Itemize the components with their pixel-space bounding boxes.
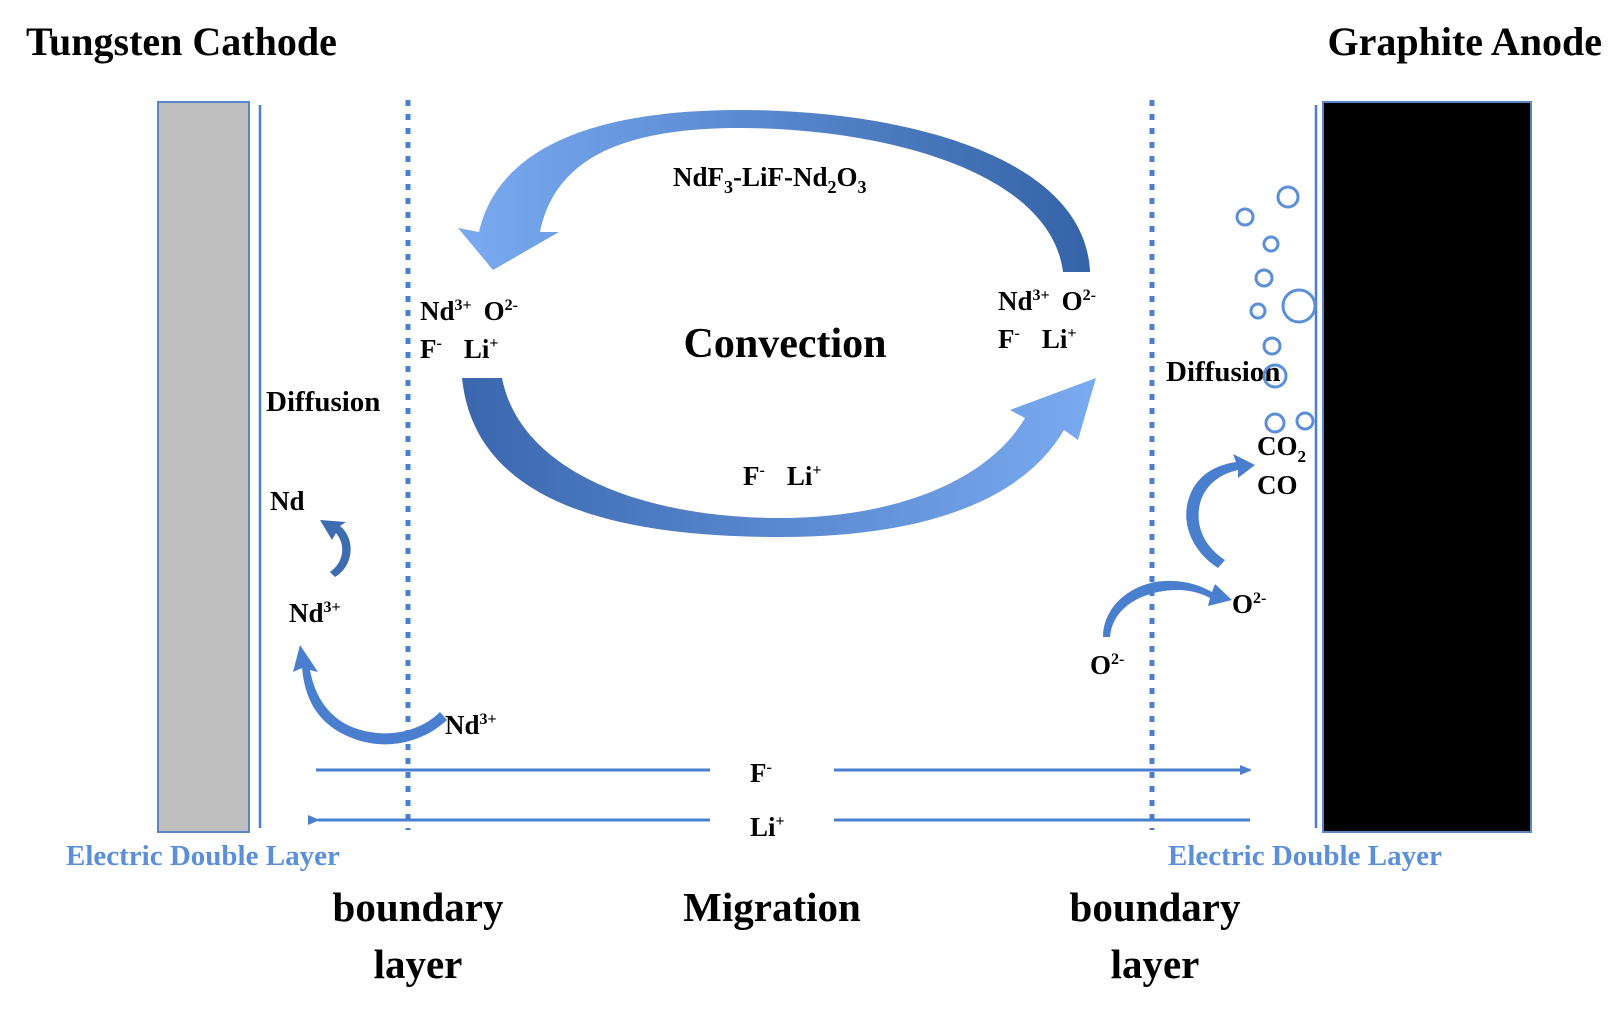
- bubble-3: [1262, 235, 1280, 253]
- bubble-4: [1254, 268, 1274, 288]
- left-ions-row1: Nd3+O2-: [420, 296, 518, 326]
- migration-label: Migration: [683, 884, 861, 930]
- bubble-5: [1281, 288, 1317, 324]
- co2-label: CO2: [1257, 431, 1306, 466]
- nd-ion-label-lower: Nd3+: [445, 710, 497, 740]
- convection-arrow-bottom: [462, 378, 1096, 537]
- bubble-1: [1276, 185, 1300, 209]
- edl-label-right: Electric Double Layer: [1168, 840, 1442, 872]
- bubble-7: [1262, 336, 1282, 356]
- nd-ion-label-upper: Nd3+: [289, 598, 341, 628]
- boundary-layer-right-line1: boundary: [1070, 884, 1241, 930]
- oxidation-arrow: [1186, 454, 1255, 568]
- anode-title: Graphite Anode: [1328, 19, 1602, 64]
- migration-f-label: F-: [750, 758, 772, 788]
- right-ions-row2: F-Li+: [998, 324, 1076, 354]
- migration-li-label: Li+: [750, 812, 785, 842]
- bubble-2: [1235, 207, 1255, 227]
- bubble-8: [1262, 363, 1288, 389]
- oxide-ion-upper: O2-: [1232, 589, 1266, 619]
- right-ions-row1: Nd3+O2-: [998, 286, 1096, 316]
- graphite-anode: [1322, 101, 1532, 833]
- left-ions-row2: F-Li+: [420, 334, 498, 364]
- anode-diffusion-arrow: [1103, 580, 1232, 637]
- bottom-ions: F-Li+: [743, 461, 821, 491]
- reduction-arrow: [320, 520, 351, 577]
- edl-label-left: Electric Double Layer: [66, 840, 340, 872]
- convection-arrow-top: [458, 110, 1090, 272]
- anode-diffusion-label: Diffusion: [1166, 356, 1280, 388]
- convection-label: Convection: [684, 321, 887, 367]
- bubble-10: [1295, 411, 1315, 431]
- boundary-layer-left-line2: layer: [374, 941, 463, 987]
- co-label: CO: [1257, 470, 1298, 500]
- bubble-9: [1264, 412, 1286, 434]
- boundary-layer-left-line1: boundary: [333, 884, 504, 930]
- oxide-ion-lower: O2-: [1090, 650, 1124, 680]
- gas-bubbles: [1235, 185, 1317, 434]
- cathode-diffusion-arrow: [293, 645, 447, 745]
- electrolyte-composition: NdF3-LiF-Nd2O3: [673, 162, 867, 197]
- cathode-title: Tungsten Cathode: [26, 19, 337, 64]
- bubble-6: [1249, 302, 1267, 320]
- tungsten-cathode: [157, 101, 250, 833]
- cathode-diffusion-label: Diffusion: [266, 386, 380, 418]
- nd-metal-label: Nd: [270, 486, 305, 516]
- boundary-layer-right-line2: layer: [1111, 941, 1200, 987]
